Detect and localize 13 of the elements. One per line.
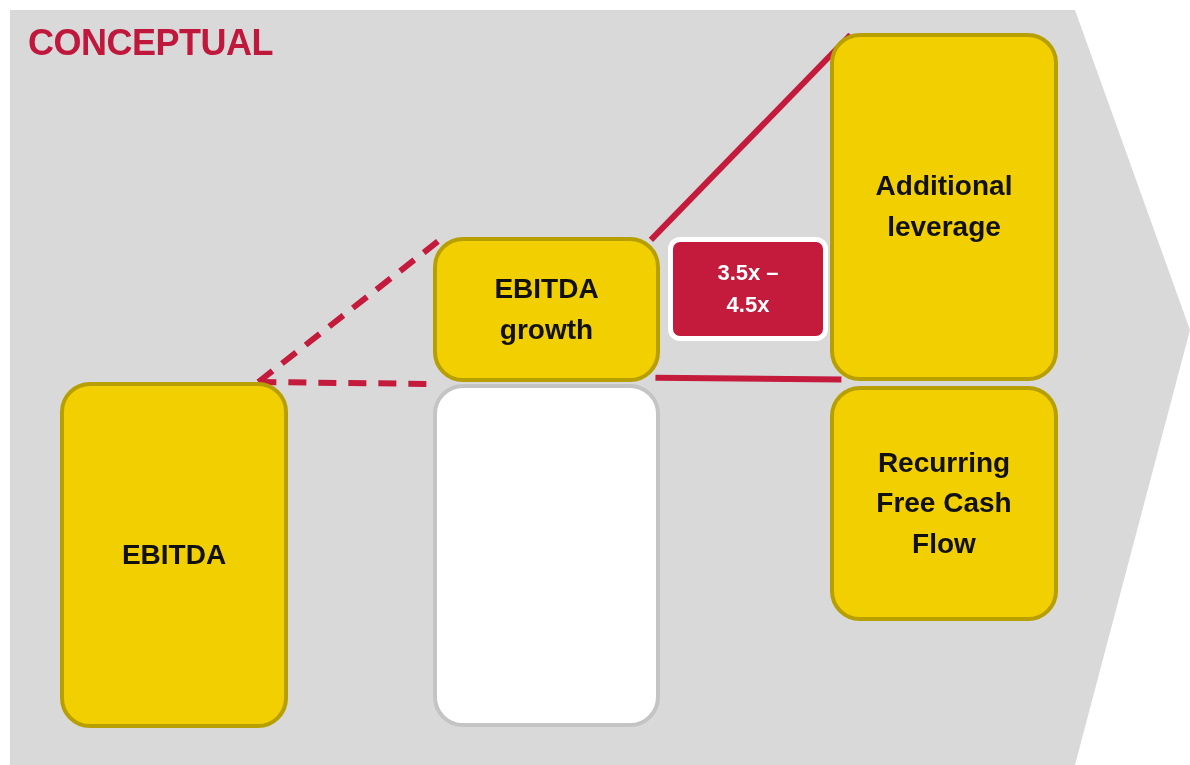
connector-line bbox=[655, 374, 842, 383]
value-box bbox=[830, 386, 1058, 621]
box-label: Additional leverage bbox=[874, 169, 1014, 244]
title: CONCEPTUAL bbox=[28, 22, 273, 64]
box-label: EBITDA bbox=[121, 537, 227, 572]
value-box bbox=[433, 237, 660, 382]
box-label: Recurring Free Cash Flow bbox=[875, 445, 1013, 561]
box-label: 3.5x – 4.5x bbox=[716, 259, 780, 319]
box-label: EBITDA growth bbox=[493, 271, 600, 347]
value-box bbox=[830, 33, 1058, 381]
multiple-badge bbox=[668, 237, 828, 341]
empty-box bbox=[433, 384, 660, 727]
value-box bbox=[60, 382, 288, 728]
